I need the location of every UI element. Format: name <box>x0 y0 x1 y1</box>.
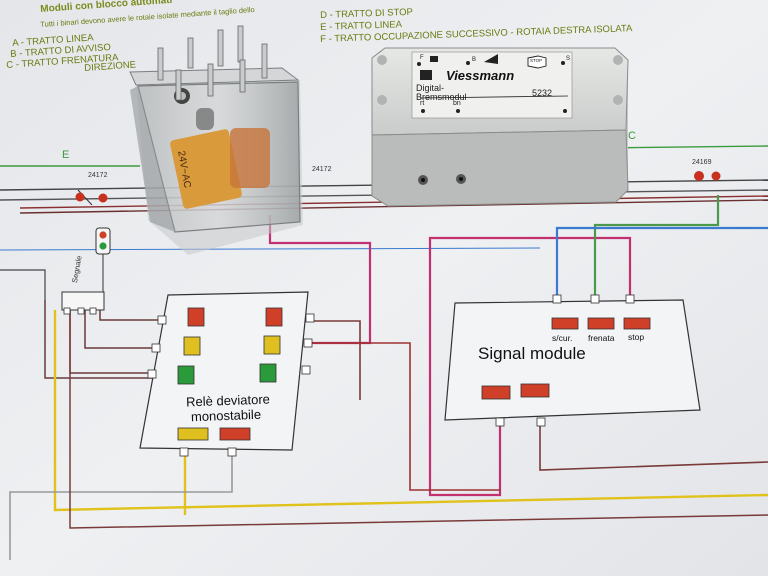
viessmann-line1: Digital- <box>416 83 445 93</box>
trackside-signal <box>61 227 111 315</box>
viessmann-brand: Viessmann <box>446 68 515 83</box>
viessmann-line2: Bremsmodul <box>416 92 467 102</box>
viessmann-pin-bn: bn <box>453 100 461 107</box>
signal-module-diagram <box>444 294 701 427</box>
viessmann-pin-b: B <box>472 57 477 63</box>
terminal-scur: s/cur. <box>552 333 573 343</box>
viessmann-module <box>371 47 629 207</box>
terminal-stop: stop <box>628 332 645 342</box>
signal-module-title: Signal module <box>478 344 586 363</box>
track-code-3: 24169 <box>692 159 712 166</box>
terminal-frenata: frenata <box>588 333 615 343</box>
viessmann-pin-f: F <box>420 55 424 61</box>
viessmann-stop-sign: STOP <box>530 58 543 63</box>
viessmann-pin-rt: rt <box>420 100 425 107</box>
track-code-1: 24172 <box>88 172 108 179</box>
track-section-e: E <box>62 149 70 161</box>
track-section-c: C <box>628 130 636 142</box>
track-signal-lamps <box>75 171 721 206</box>
viessmann-pin-s: S <box>566 56 571 62</box>
relay-module-diagram <box>139 291 315 457</box>
wires <box>0 195 768 560</box>
relay-component <box>129 25 303 255</box>
viessmann-model: 5232 <box>532 88 553 98</box>
track-code-2: 24172 <box>312 166 332 173</box>
